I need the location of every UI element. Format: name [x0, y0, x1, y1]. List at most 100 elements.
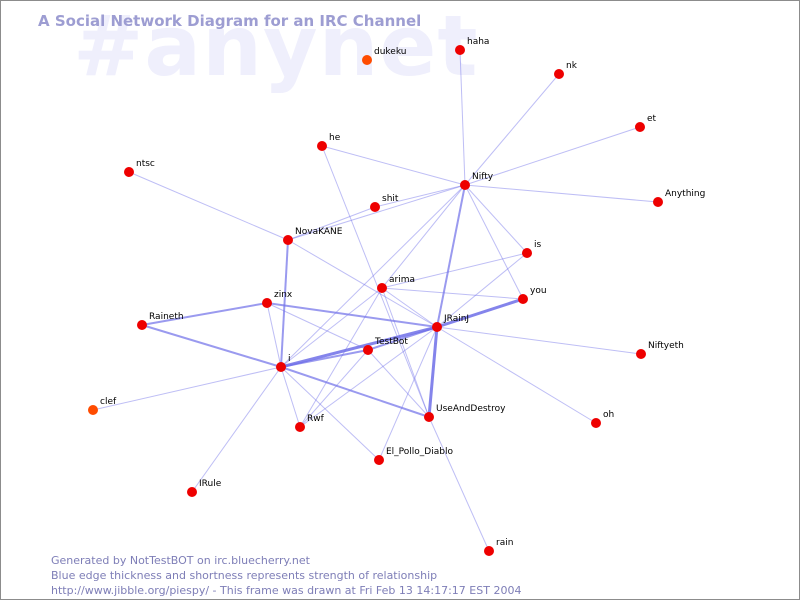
node-dot	[522, 248, 532, 258]
node-et: et	[635, 114, 657, 132]
node-label: you	[530, 286, 547, 296]
node-label: et	[647, 114, 657, 124]
node-label: i	[288, 354, 291, 364]
edge-testbot-useanddestroy	[367, 349, 430, 418]
edge-he-useanddestroy	[321, 145, 430, 418]
edge-i-testbot	[280, 349, 369, 368]
node-testbot: TestBot	[363, 337, 408, 355]
footer-source: http://www.jibble.org/piespy/ - This fra…	[51, 584, 522, 597]
node-nifty: Nifty	[460, 172, 494, 190]
node-label: zinx	[274, 290, 293, 300]
node-nk: nk	[554, 61, 578, 79]
node-dot	[484, 546, 494, 556]
node-dot	[653, 197, 663, 207]
node-shit: shit	[370, 194, 399, 212]
node-dukeku: dukeku	[362, 47, 406, 65]
edge-testbot-rwf	[299, 349, 369, 428]
edge-nifty-shit	[374, 184, 466, 208]
node-irule: IRule	[187, 479, 222, 497]
node-dot	[518, 294, 528, 304]
edge-shit-novakane	[287, 206, 376, 241]
node-label: Niftyeth	[648, 341, 684, 351]
node-label: El_Pollo_Diablo	[386, 447, 453, 457]
edge-nifty-i	[280, 184, 466, 368]
node-raineth: Raineth	[137, 312, 184, 330]
edge-ntsc-novakane	[128, 171, 289, 241]
node-dot	[554, 69, 564, 79]
diagram-title: A Social Network Diagram for an IRC Chan…	[38, 12, 422, 30]
node-dot	[362, 55, 372, 65]
node-label: haha	[467, 37, 489, 47]
edge-i-el_pollo_diablo	[280, 366, 380, 461]
node-el_pollo_diablo: El_Pollo_Diablo	[374, 447, 453, 465]
node-label: he	[329, 133, 341, 143]
node-rwf: Rwf	[295, 414, 325, 432]
edge-jrainj-oh	[436, 326, 597, 424]
node-dot	[370, 202, 380, 212]
node-label: JRainJ	[443, 314, 469, 324]
edge-jrainj-niftyeth	[436, 326, 642, 355]
node-niftyeth: Niftyeth	[636, 341, 684, 359]
edge-jrainj-you	[436, 297, 524, 329]
node-label: Raineth	[149, 312, 184, 322]
node-label: Rwf	[307, 414, 325, 424]
edge-arima-is	[381, 252, 528, 289]
node-dot	[432, 322, 442, 332]
edge-arima-useanddestroy	[381, 287, 430, 418]
edge-jrainj-is	[436, 252, 528, 328]
node-ntsc: ntsc	[124, 159, 155, 177]
node-dot	[460, 180, 470, 190]
node-dot	[455, 45, 465, 55]
node-label: shit	[382, 194, 399, 204]
edge-nifty-is	[464, 184, 528, 254]
node-dot	[124, 167, 134, 177]
edge-nifty-novakane	[287, 184, 466, 241]
edge-i-rwf	[280, 366, 301, 428]
node-haha: haha	[455, 37, 489, 55]
node-dot	[377, 283, 387, 293]
edge-zinx-testbot	[266, 302, 369, 351]
node-label: nk	[566, 61, 578, 71]
edge-jrainj-testbot	[367, 326, 438, 351]
node-rain: rain	[484, 538, 513, 556]
edge-nifty-jrainj	[436, 184, 466, 328]
node-is: is	[522, 240, 542, 258]
node-dot	[374, 455, 384, 465]
footer-legend: Blue edge thickness and shortness repres…	[51, 569, 438, 582]
node-label: oh	[603, 410, 614, 420]
node-dot	[283, 235, 293, 245]
node-label: IRule	[199, 479, 222, 489]
edge-jrainj-useanddestroy	[427, 326, 439, 418]
edge-arima-jrainj	[381, 287, 438, 328]
edge-nifty-he	[321, 145, 466, 186]
edge-i-irule	[191, 366, 282, 493]
node-clef: clef	[88, 397, 117, 415]
node-layer: dukekuhahankethentscNiftyAnythingshitNov…	[88, 37, 705, 556]
node-anything: Anything	[653, 189, 705, 207]
edge-i-useanddestroy	[280, 366, 430, 418]
node-zinx: zinx	[262, 290, 293, 308]
edge-jrainj-i	[280, 325, 438, 369]
edge-raineth-i	[141, 324, 282, 368]
node-label: TestBot	[374, 337, 408, 347]
node-label: arima	[389, 275, 415, 285]
node-label: rain	[496, 538, 513, 548]
node-dot	[635, 122, 645, 132]
edge-nifty-anything	[464, 184, 659, 203]
edge-nifty-arima	[381, 184, 466, 289]
node-dot	[137, 320, 147, 330]
edge-arima-you	[381, 287, 524, 300]
node-i: i	[276, 354, 291, 372]
node-dot	[187, 487, 197, 497]
edge-nifty-you	[464, 184, 524, 300]
edge-arima-i	[280, 287, 383, 368]
edge-arima-rwf	[299, 287, 383, 428]
node-arima: arima	[377, 275, 415, 293]
node-dot	[276, 362, 286, 372]
edge-jrainj-rwf	[299, 326, 438, 428]
node-dot	[88, 405, 98, 415]
node-dot	[295, 422, 305, 432]
edge-jrainj-el_pollo_diablo	[378, 326, 438, 461]
